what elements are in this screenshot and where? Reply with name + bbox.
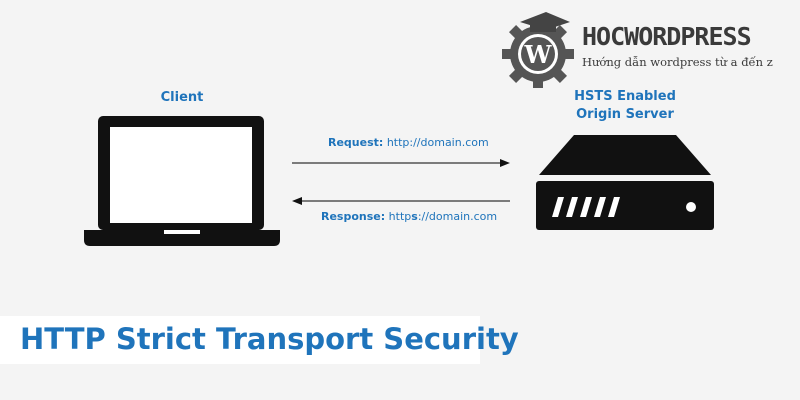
server-icon	[536, 135, 714, 230]
logo-subtitle: Hướng dẫn wordpress từ a đến z	[582, 55, 773, 69]
wordpress-gear-logo-icon: W	[502, 12, 574, 90]
response-arrow	[290, 191, 510, 210]
response-label: Response: https://domain.com	[321, 210, 497, 223]
logo-title: HOCWORDPRESS	[582, 22, 752, 51]
server-label: HSTS Enabled Origin Server	[540, 88, 710, 124]
server-label-line1: HSTS Enabled	[574, 89, 676, 104]
laptop-icon	[84, 116, 280, 246]
response-url-part: ://domain.com	[417, 210, 498, 223]
svg-text:W: W	[524, 40, 553, 69]
server-label-line2: Origin Server	[576, 107, 674, 122]
response-prefix: Response:	[321, 210, 386, 223]
request-prefix: Request:	[328, 136, 384, 149]
logo: W	[500, 8, 580, 90]
client-label: Client	[160, 90, 204, 105]
request-label: Request: http://domain.com	[328, 136, 489, 149]
response-url-part: http	[388, 210, 412, 223]
page-title: HTTP Strict Transport Security	[20, 322, 519, 356]
title-banner: HTTP Strict Transport Security	[0, 316, 519, 364]
request-arrow	[292, 153, 512, 172]
response-url-secure-s: s	[411, 210, 418, 223]
request-url: http://domain.com	[386, 136, 489, 149]
